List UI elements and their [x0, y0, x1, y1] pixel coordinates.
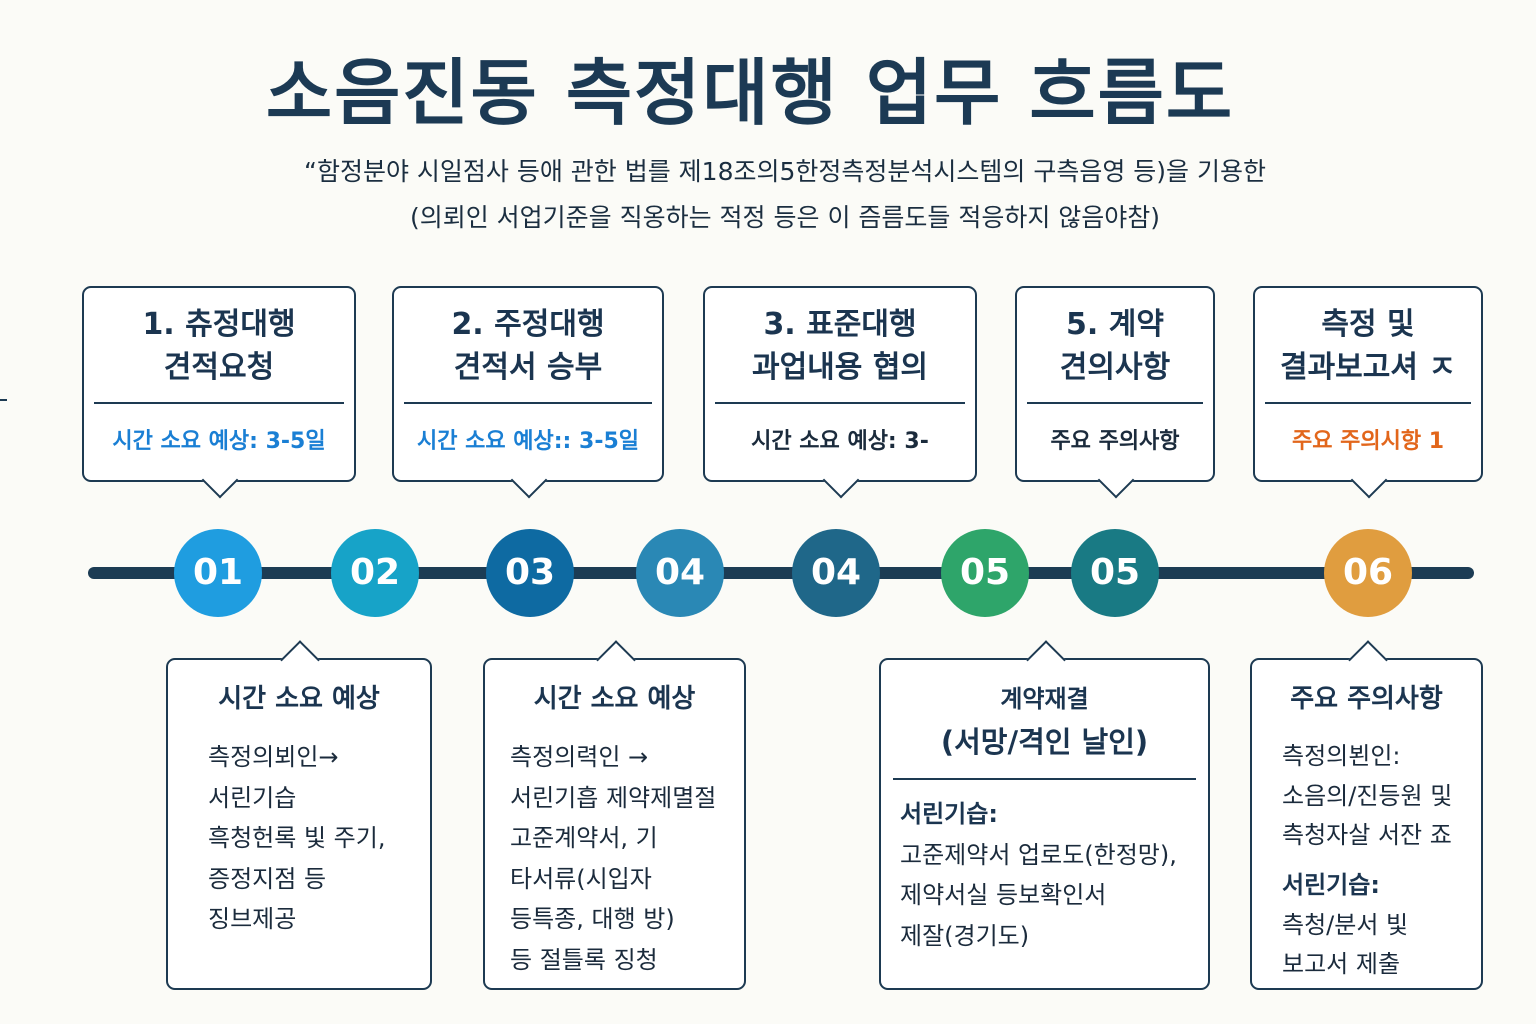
detail-card-2: 시간 소요 예상 측정의력인 → 서린기흡 제약제멸절 고준계약서, 기 타서류… [483, 640, 746, 990]
step-box-4: 5. 계약 견의사항 주요 주의사항 [1015, 286, 1215, 499]
card-line: 고준계약서, 기 [510, 824, 658, 852]
card-line: 징브제공 [208, 905, 297, 933]
step-title-line-1: 측정 및 [1321, 307, 1415, 342]
card-line: 서린기습 [208, 783, 297, 812]
card-line: 등특종, 대행 방) [510, 905, 675, 933]
timeline-node-05b: 05 [1071, 529, 1159, 617]
step-divider [715, 402, 965, 404]
detail-card-1: 시간 소요 예상 측정의뵈인→ 서린기습 흑청헌록 빛 주기, 증정지점 등 징… [166, 640, 432, 990]
step-note: 주요 주의사항 [1050, 429, 1180, 454]
card-heading: 주요 주의사항 [1290, 684, 1443, 714]
step-divider [1265, 402, 1471, 404]
subtitle-line-2: (의뢰인 서업기준을 직옹하는 적정 등은 이 즘름도들 적응하지 않음야참) [409, 203, 1161, 232]
card-line: 서린기흡 제약제멸절 [510, 783, 717, 812]
callout-pointer [280, 640, 320, 680]
card-line: 흑청헌록 빛 주기, [208, 824, 386, 852]
step-title-line-2: 견적서 승부 [453, 350, 603, 385]
step-title-line-2: 과업내용 협의 [751, 350, 929, 385]
callout-pointer [1347, 640, 1388, 680]
card-line: 등 절틀록 징청 [510, 945, 658, 974]
callout-pointer [1350, 461, 1388, 499]
callout-pointer [1025, 640, 1066, 680]
card-heading: 시간 소요 예상 [218, 684, 380, 714]
step-title-line-1: 3. 표준대행 [763, 307, 917, 342]
callout-pointer [1097, 461, 1135, 499]
detail-card-4: 주요 주의사항 측정의뵌인: 소음의/진등원 및 측청자살 서잔 죠 서린기습:… [1250, 640, 1483, 990]
timeline-node-02: 02 [331, 529, 419, 617]
edge-mark [0, 399, 7, 401]
step-title-line-2: 견의사항 [1059, 350, 1171, 385]
card-body: 측정의뵌인: 소음의/진등원 및 측청자살 서잔 죠 [1282, 737, 1452, 856]
card-heading: 시간 소요 예상 [533, 684, 696, 714]
step-box-1: 1. 츄정대행 견적요청 시간 소요 예상: 3-5일 [82, 286, 356, 499]
card-body: 서린기습: 고준제약서 업로도(한정망), 제약서실 등보확인서 제잘(경기도) [900, 794, 1177, 956]
card-line: 보고서 제출 [1282, 950, 1401, 978]
timeline-node-04a: 04 [636, 529, 724, 617]
card-line: 제약서실 등보확인서 [900, 881, 1107, 910]
callout-pointer [201, 461, 239, 499]
callout-pointer [822, 461, 860, 499]
card-subheading: 서린기습: [1282, 871, 1380, 899]
step-divider [1027, 402, 1203, 404]
timeline-node-03: 03 [486, 529, 574, 617]
card-line: 증정지점 등 [208, 864, 327, 893]
timeline-track [88, 567, 1474, 579]
step-title-line-1: 1. 츄정대행 [142, 307, 296, 342]
step-box-2: 2. 주정대행 견적서 승부 시간 소요 예상:: 3-5일 [392, 286, 664, 499]
card-body: 측정의력인 → 서린기흡 제약제멸절 고준계약서, 기 타서류(시입자 등특종,… [510, 737, 716, 980]
step-divider [94, 402, 344, 404]
step-title-line-2: 견적요청 [163, 350, 275, 385]
callout-pointer [510, 461, 548, 499]
timeline-node-06: 06 [1324, 529, 1412, 617]
card-body-2: 서린기습: 측청/분서 빛 보고서 제출 [1282, 866, 1408, 985]
callout-pointer [595, 640, 636, 680]
step-divider [404, 402, 652, 404]
card-heading-2: (서망/격인 날인) [940, 725, 1149, 759]
card-line: 측정의력인 → [510, 743, 649, 771]
step-title-line-1: 2. 주정대행 [451, 307, 605, 342]
timeline-node-04b: 04 [792, 529, 880, 617]
card-line: 측정의뵈인→ [208, 743, 339, 771]
card-line: 소음의/진등원 및 [1282, 781, 1453, 810]
card-line: 타서류(시입자 [510, 864, 652, 893]
subtitle-line-1: “함정분야 시일점사 등애 관한 법를 제18조의5한정측정분석시스템의 구측음… [304, 157, 1266, 186]
card-heading: 계약재결 [1000, 685, 1089, 713]
step-note: 시간 소요 예상:: 3-5일 [417, 429, 639, 454]
step-note: 시간 소요 예상: 3- [751, 429, 929, 454]
card-line: 측정의뵌인: [1282, 742, 1401, 770]
card-line: 측청/분서 빛 [1282, 910, 1409, 939]
timeline-node-01: 01 [174, 529, 262, 617]
step-note: 시간 소요 예상: 3-5일 [112, 429, 326, 454]
timeline-node-05a: 05 [941, 529, 1029, 617]
card-line: 고준제약서 업로도(한정망), [900, 840, 1177, 869]
step-box-5: 측정 및 결과보고셔 ㅈ 주요 주의시항 1 [1253, 286, 1483, 499]
card-divider [893, 778, 1196, 780]
page-title: 소음진동 측정대행 업무 흐름도 [265, 51, 1235, 135]
step-note: 주요 주의시항 1 [1291, 429, 1445, 454]
card-line: 측청자살 서잔 죠 [1282, 821, 1452, 849]
step-box-3: 3. 표준대행 과업내용 협의 시간 소요 예상: 3- [703, 286, 977, 499]
step-title-line-1: 5. 계약 [1066, 307, 1164, 342]
card-line: 제잘(경기도) [900, 921, 1030, 950]
card-body: 측정의뵈인→ 서린기습 흑청헌록 빛 주기, 증정지점 등 징브제공 [208, 737, 385, 940]
step-title-line-2: 결과보고셔 ㅈ [1279, 350, 1457, 385]
detail-card-3: 계약재결 (서망/격인 날인) 서린기습: 고준제약서 업로도(한정망), 제약… [879, 640, 1210, 990]
card-subheading: 서린기습: [900, 800, 998, 828]
